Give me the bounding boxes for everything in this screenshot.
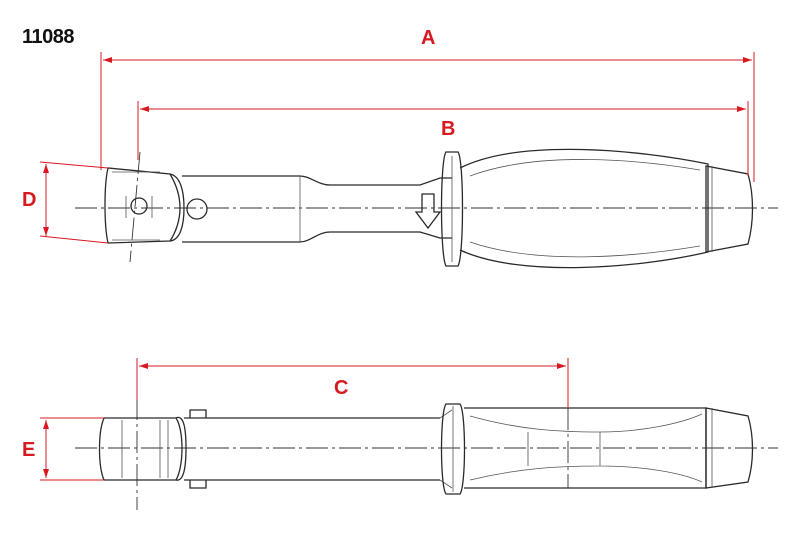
dimension-lines xyxy=(39,52,755,481)
dimension-C-label: C xyxy=(334,377,348,399)
part-number: 11088 xyxy=(22,26,75,48)
bottom-ratchet-head xyxy=(98,417,183,481)
dimension-E-label: E xyxy=(22,439,35,461)
top-release-button xyxy=(186,198,208,220)
top-view xyxy=(75,148,778,269)
bottom-end-cap xyxy=(705,407,754,489)
down-arrow-icon xyxy=(414,193,442,230)
dimension-D-label: D xyxy=(22,189,36,211)
top-handle-grip xyxy=(459,148,709,269)
top-ratchet-head xyxy=(104,167,181,244)
dimension-A-label: A xyxy=(421,27,435,49)
bottom-view xyxy=(75,398,778,510)
top-square-drive xyxy=(130,197,148,215)
top-end-cap xyxy=(705,165,754,253)
dimension-B-label: B xyxy=(441,118,455,140)
top-flange xyxy=(440,151,464,267)
bottom-release-knob xyxy=(189,409,207,489)
bottom-shaft xyxy=(184,417,440,481)
top-shaft xyxy=(182,175,452,243)
bottom-handle-contour xyxy=(469,413,703,483)
bottom-flange xyxy=(440,403,466,495)
